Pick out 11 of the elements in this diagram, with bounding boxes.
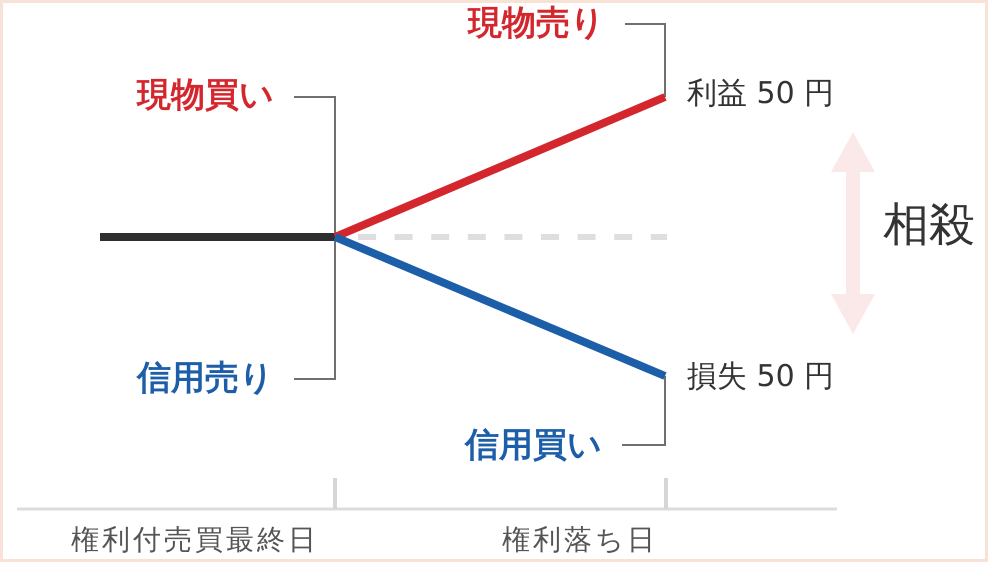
callout-label: 信用買い xyxy=(465,428,619,462)
axis-label: 権利落ち日 xyxy=(502,526,658,554)
callout-label: 現物買い xyxy=(137,78,291,112)
callout-label: 現物売り xyxy=(468,6,622,40)
leader-line xyxy=(625,23,666,97)
callout-label: 信用売り xyxy=(137,361,291,395)
value-label: 損失 50 円 xyxy=(687,362,834,392)
axis-label: 権利付売買最終日 xyxy=(71,526,319,554)
leader-line xyxy=(622,376,666,446)
value-label: 利益 50 円 xyxy=(687,79,834,109)
offset-label: 相殺 xyxy=(883,201,975,247)
